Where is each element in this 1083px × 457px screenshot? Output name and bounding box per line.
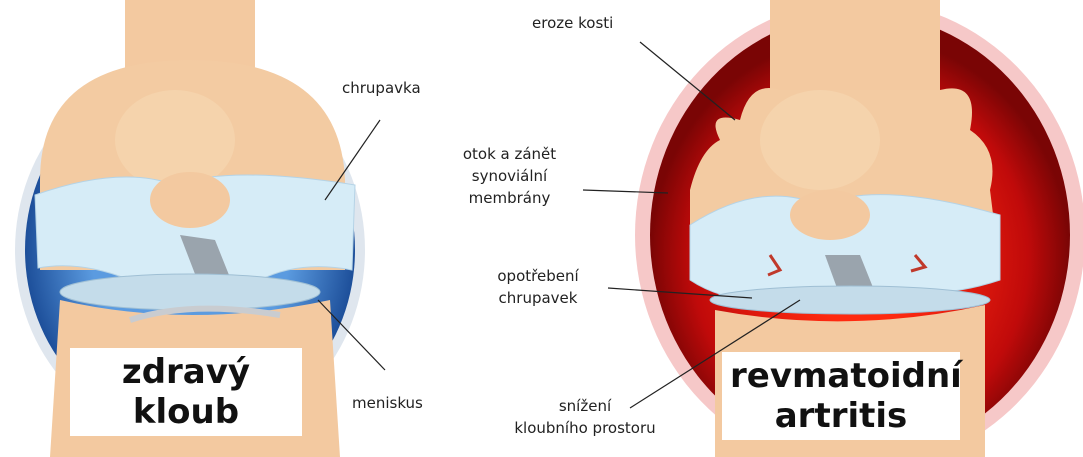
label-wear-line2: chrupavek [498,289,578,307]
leader-lines [317,41,801,409]
label-wear-line1: opotřebení [497,267,579,285]
label-synovial-line3: membrány [468,189,551,207]
label-cartilage: chrupavka [342,79,421,97]
label-space-line1: snížení [558,397,612,415]
healthy-title: zdravý kloub [70,348,302,436]
label-cartilage-wear: opotřebení chrupavek [488,265,588,309]
ra-title-line2: artritis [774,396,908,436]
label-joint-space: snížení kloubního prostoru [495,395,675,439]
label-meniscus: meniskus [352,394,423,412]
ra-title-line1: revmatoidní [730,356,962,396]
label-synovial-line2: synoviální [471,167,548,185]
ra-title: revmatoidní artritis [722,352,962,440]
label-bone-erosion: eroze kosti [532,14,614,32]
label-synovial-line1: otok a zánět [462,145,557,163]
label-synovial: otok a zánět synoviální membrány [452,143,567,209]
label-space-line2: kloubního prostoru [514,419,656,437]
